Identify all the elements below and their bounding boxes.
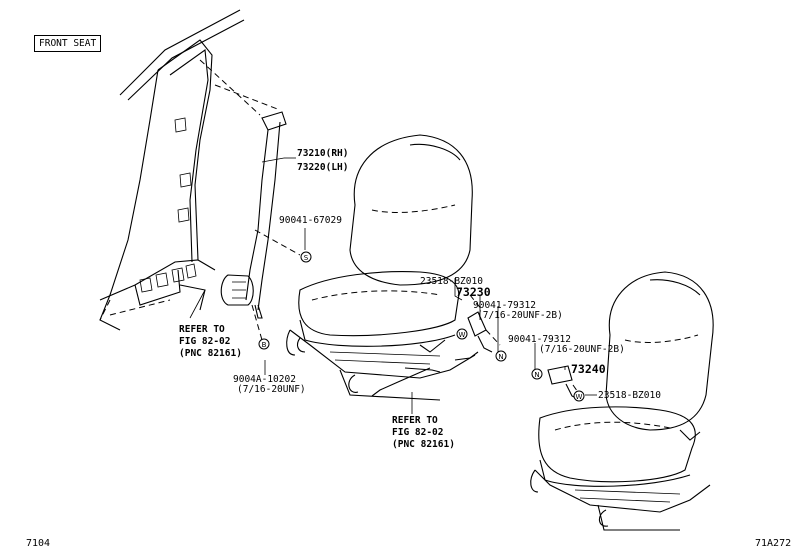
refer-center-line2: FIG 82-02 [392, 427, 444, 438]
part-number-cover-center: 23518-BZ010 [420, 276, 483, 287]
refer-left-line1: REFER TO [179, 324, 225, 335]
refer-left-line3: (PNC 82161) [179, 348, 242, 359]
symbol-w-right: W [573, 390, 585, 402]
center-seat [286, 134, 476, 401]
nut-center-thread: (7/16-20UNF-2B) [477, 310, 563, 321]
center-buckle [371, 294, 501, 397]
symbol-s: S [300, 251, 312, 263]
part-number-buckle-right: 73240 [571, 362, 606, 376]
assembly-lines [189, 59, 597, 414]
svg-text:W: W [459, 331, 466, 339]
seat-belt-assembly [220, 111, 287, 319]
symbol-n-center: N [495, 350, 507, 362]
svg-text:N: N [498, 353, 503, 361]
footer-figure-code: 71A272 [755, 538, 792, 549]
part-number-buckle-center: 73230 [456, 285, 491, 299]
part-number-belt-rh: 73210(RH) [297, 148, 349, 159]
part-number-nut-right: 90041-79312 [508, 334, 571, 345]
symbol-b: B [258, 338, 270, 350]
svg-text:W: W [576, 393, 583, 401]
refer-center-line3: (PNC 82161) [392, 439, 455, 450]
bolt-lower-thread: (7/16-20UNF) [237, 384, 306, 395]
part-number-belt-lh: 73220(LH) [297, 162, 349, 173]
part-number-bolt-lower: 9004A-10202 [233, 374, 296, 385]
right-seat [530, 271, 714, 531]
svg-text:B: B [262, 341, 267, 349]
symbol-w-center: W [456, 328, 468, 340]
b-pillar-panel [99, 9, 245, 331]
svg-text:S: S [304, 254, 309, 262]
svg-text:N: N [534, 371, 539, 379]
section-label: FRONT SEAT [34, 35, 102, 52]
refer-center-line1: REFER TO [392, 415, 438, 426]
part-number-screw-upper: 90041-67029 [279, 215, 342, 226]
symbol-n-right: N [531, 368, 543, 380]
part-number-cover-right: 23518-BZ010 [598, 390, 661, 401]
part-number-nut-center: 90041-79312 [473, 300, 536, 311]
nut-right-thread: (7/16-20UNF-2B) [539, 344, 625, 355]
refer-left-line2: FIG 82-02 [179, 336, 231, 347]
footer-page-code: 7104 [26, 538, 51, 549]
